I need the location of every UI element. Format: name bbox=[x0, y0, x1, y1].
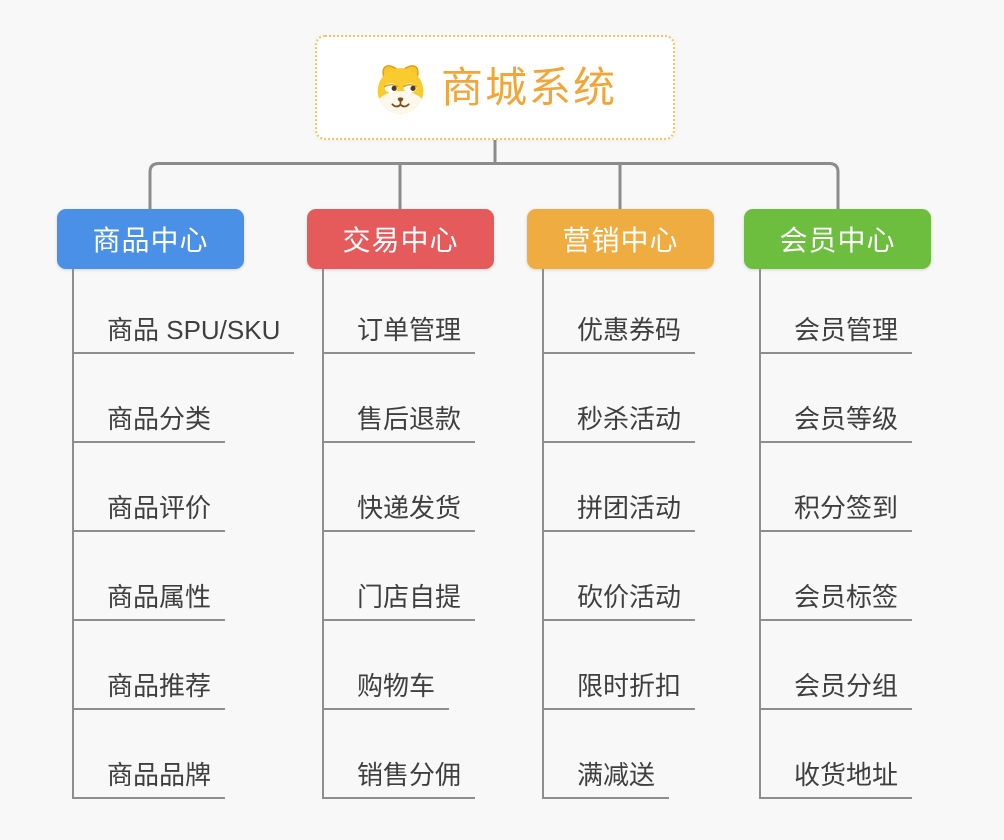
child-topic[interactable]: 秒杀活动 bbox=[544, 354, 696, 443]
child-topic[interactable]: 商品评价 bbox=[74, 443, 226, 532]
child-topic[interactable]: 会员等级 bbox=[761, 354, 913, 443]
child-topic[interactable]: 商品分类 bbox=[74, 354, 226, 443]
child-topic[interactable]: 会员标签 bbox=[761, 532, 913, 621]
child-topic[interactable]: 订单管理 bbox=[324, 269, 476, 354]
branch-node-product-center[interactable]: 商品中心 bbox=[57, 209, 244, 269]
child-topic[interactable]: 优惠券码 bbox=[544, 269, 696, 354]
child-topic[interactable]: 砍价活动 bbox=[544, 532, 696, 621]
child-topic[interactable]: 快递发货 bbox=[324, 443, 476, 532]
dog-face-icon bbox=[377, 65, 424, 114]
branch-node-trade-center[interactable]: 交易中心 bbox=[307, 209, 494, 269]
child-topic[interactable]: 会员管理 bbox=[761, 269, 913, 354]
child-topic[interactable]: 门店自提 bbox=[324, 532, 476, 621]
branch-node-member-center[interactable]: 会员中心 bbox=[744, 209, 931, 269]
child-topic[interactable]: 收货地址 bbox=[761, 710, 913, 799]
child-topic[interactable]: 拼团活动 bbox=[544, 443, 696, 532]
child-column-member-center: 会员管理会员等级积分签到会员标签会员分组收货地址 bbox=[759, 269, 913, 799]
child-topic[interactable]: 售后退款 bbox=[324, 354, 476, 443]
child-topic[interactable]: 购物车 bbox=[324, 621, 450, 710]
branch-label: 营销中心 bbox=[562, 225, 679, 256]
child-topic[interactable]: 满减送 bbox=[544, 710, 670, 799]
child-topic[interactable]: 商品品牌 bbox=[74, 710, 226, 799]
root-topic-title: 商城系统 bbox=[440, 63, 617, 111]
child-topic[interactable]: 商品属性 bbox=[74, 532, 226, 621]
child-topic[interactable]: 商品推荐 bbox=[74, 621, 226, 710]
child-topic[interactable]: 限时折扣 bbox=[544, 621, 696, 710]
child-topic[interactable]: 商品 SPU/SKU bbox=[74, 269, 295, 354]
child-column-trade-center: 订单管理售后退款快递发货门店自提购物车销售分佣 bbox=[322, 269, 476, 799]
branch-rail-line bbox=[148, 162, 840, 209]
child-topic[interactable]: 会员分组 bbox=[761, 621, 913, 710]
child-topic[interactable]: 销售分佣 bbox=[324, 710, 476, 799]
branch-label: 商品中心 bbox=[92, 225, 209, 256]
branch-label: 会员中心 bbox=[779, 225, 896, 256]
branch-label: 交易中心 bbox=[342, 225, 459, 256]
child-column-marketing-center: 优惠券码秒杀活动拼团活动砍价活动限时折扣满减送 bbox=[542, 269, 696, 799]
child-topic[interactable]: 积分签到 bbox=[761, 443, 913, 532]
root-topic-node[interactable]: 商城系统 bbox=[315, 35, 675, 140]
branch-node-marketing-center[interactable]: 营销中心 bbox=[527, 209, 714, 269]
